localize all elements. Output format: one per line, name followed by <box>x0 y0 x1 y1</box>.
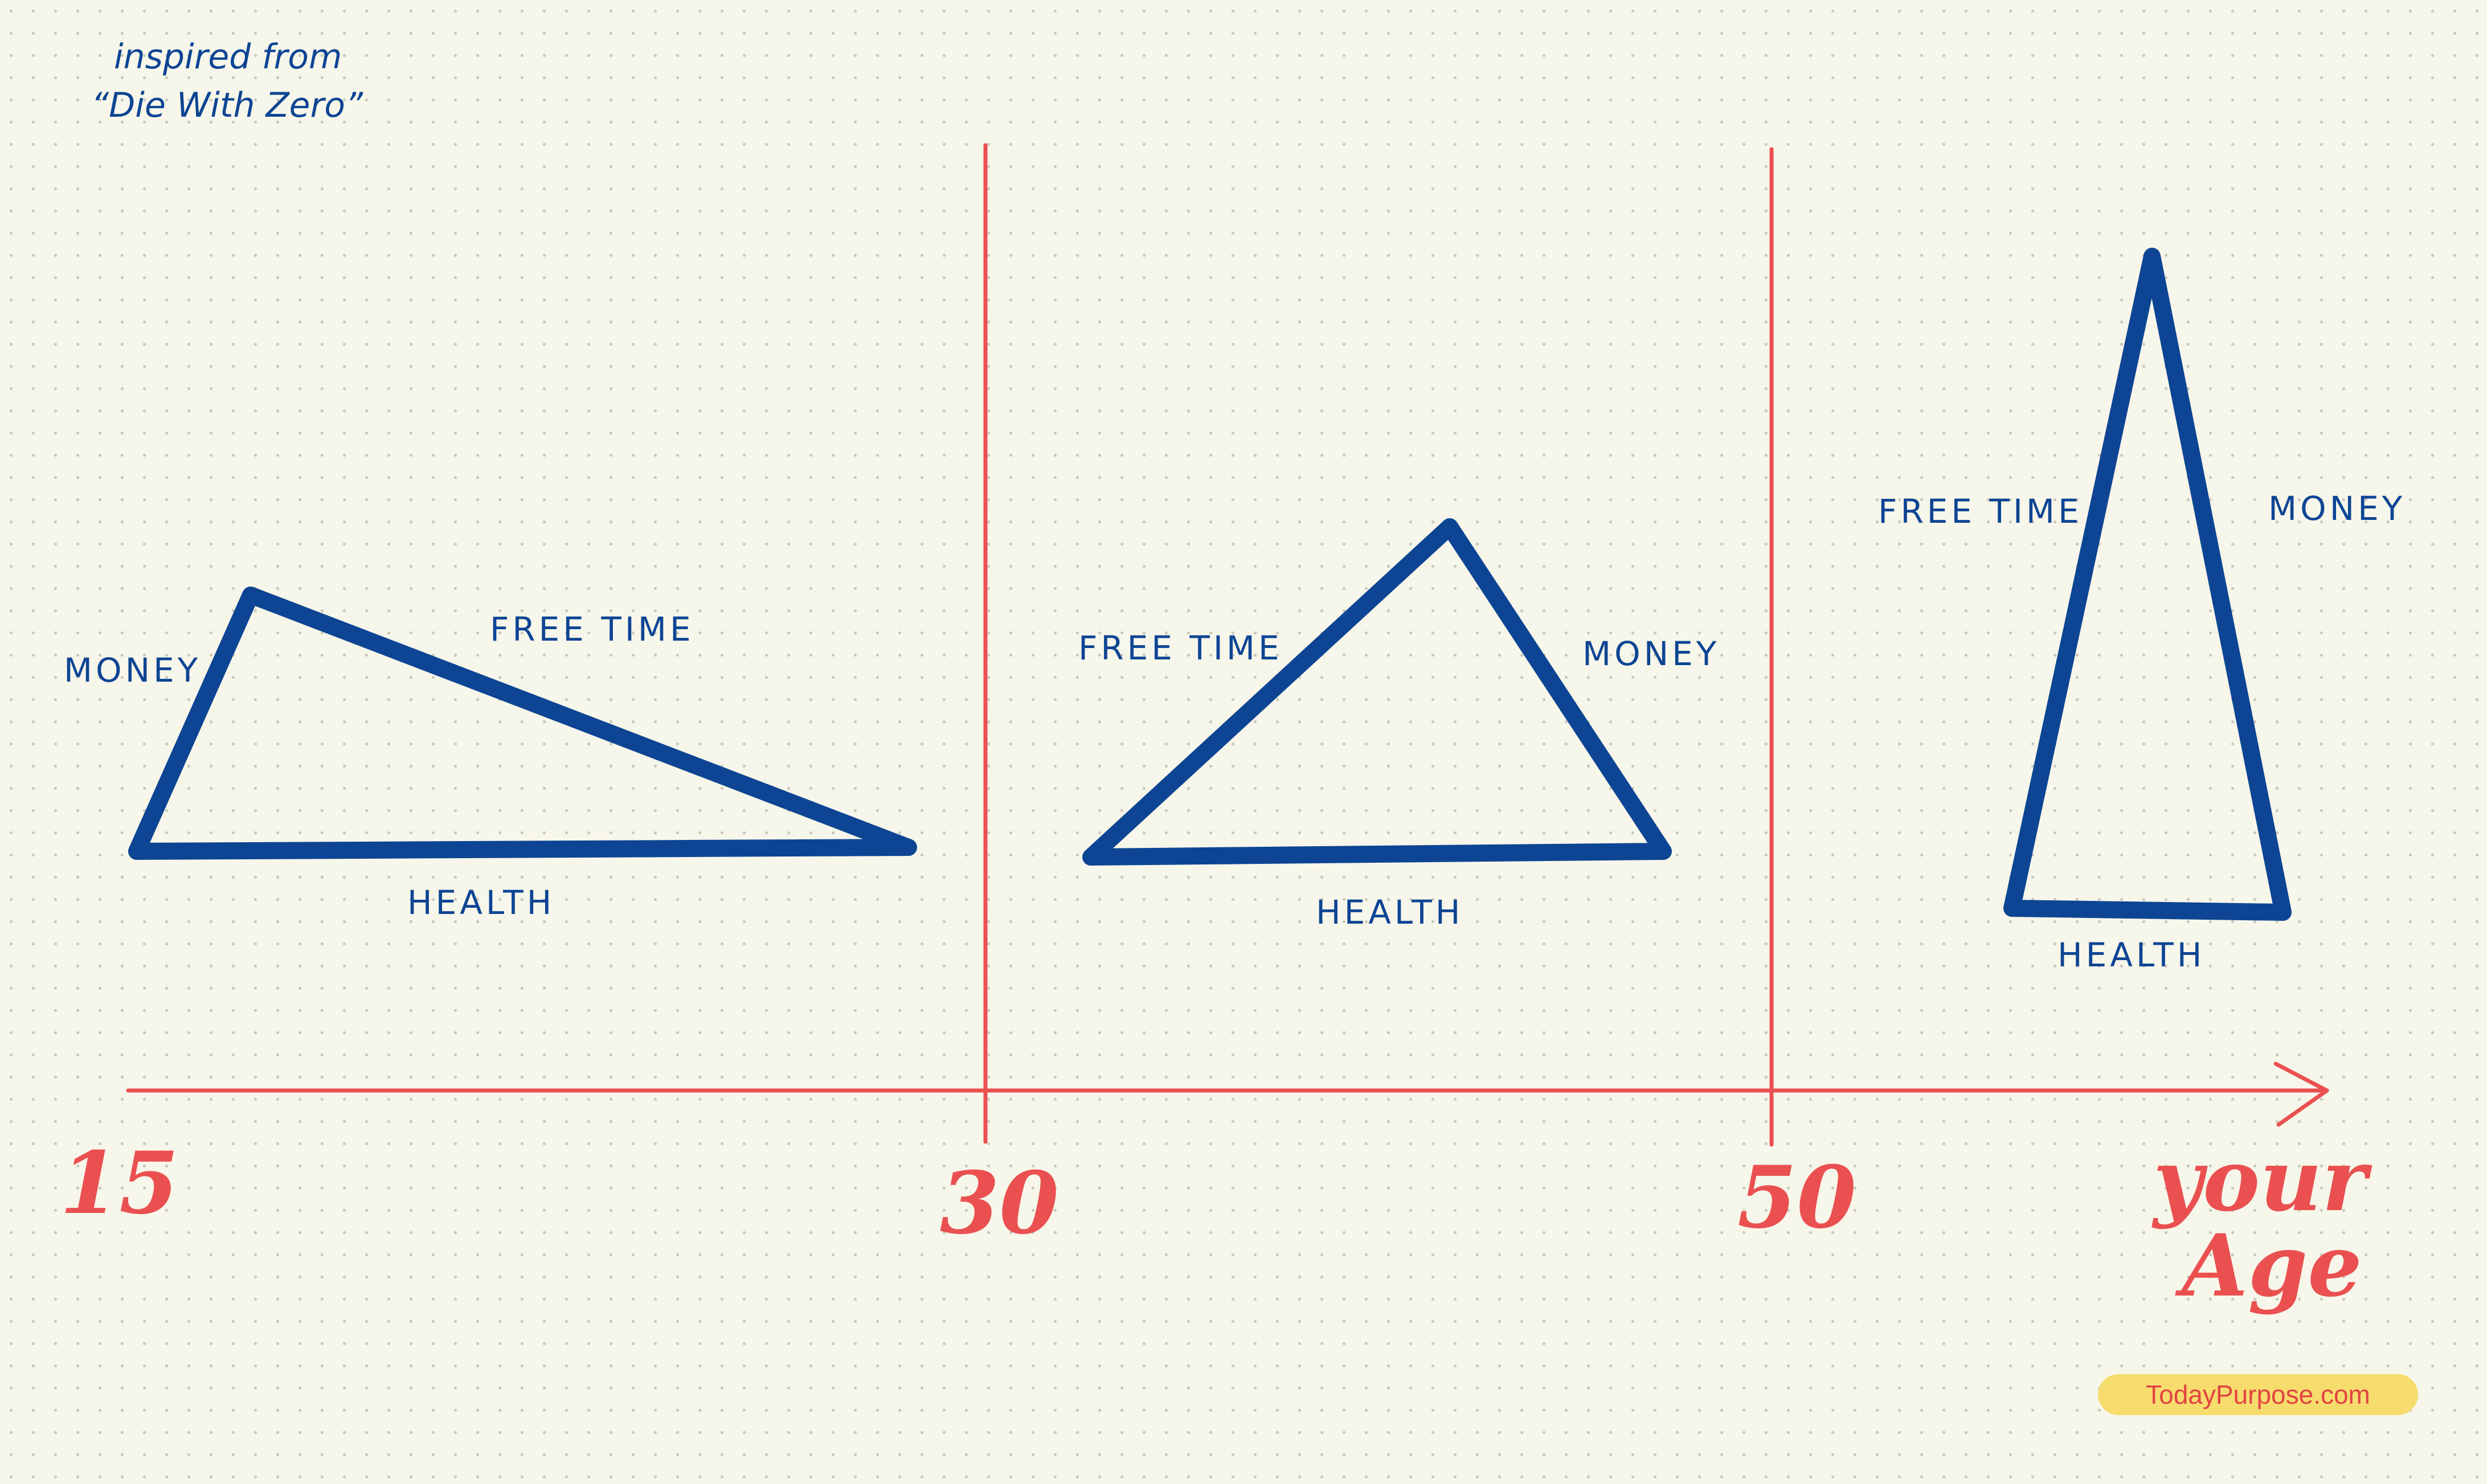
stage-3-money-label: MONEY <box>2268 489 2406 528</box>
stage-3-triangle <box>2003 248 2292 921</box>
tick-label-15: 15 <box>60 1133 179 1233</box>
axis-title-line-2: Age <box>2175 1216 2362 1316</box>
tick-label-30: 30 <box>940 1153 1059 1253</box>
stage-3-free-time-label: FREE TIME <box>1878 492 2083 531</box>
tick-label-50: 50 <box>1737 1147 1856 1248</box>
note-line-2: “Die With Zero” <box>91 85 363 125</box>
age-axis-arrowhead <box>2273 1061 2329 1127</box>
stage-1-health-label: HEALTH <box>407 883 555 922</box>
stage-2-free-time-label: FREE TIME <box>1078 629 1283 667</box>
stage-1-free-time-label: FREE TIME <box>490 610 694 649</box>
axis-title-line-1: your <box>2151 1130 2373 1231</box>
stage-2-triangle <box>1082 518 1672 866</box>
stage-2-money-label: MONEY <box>1582 634 1720 673</box>
stage-1-money-label: MONEY <box>64 651 201 690</box>
stage-1-triangle <box>128 587 917 860</box>
stage-2-health-label: HEALTH <box>1316 893 1463 932</box>
note-line-1: inspired from <box>114 37 342 77</box>
watermark-badge: TodayPurpose.com <box>2098 1374 2418 1415</box>
stage-3-health-label: HEALTH <box>2057 936 2205 974</box>
